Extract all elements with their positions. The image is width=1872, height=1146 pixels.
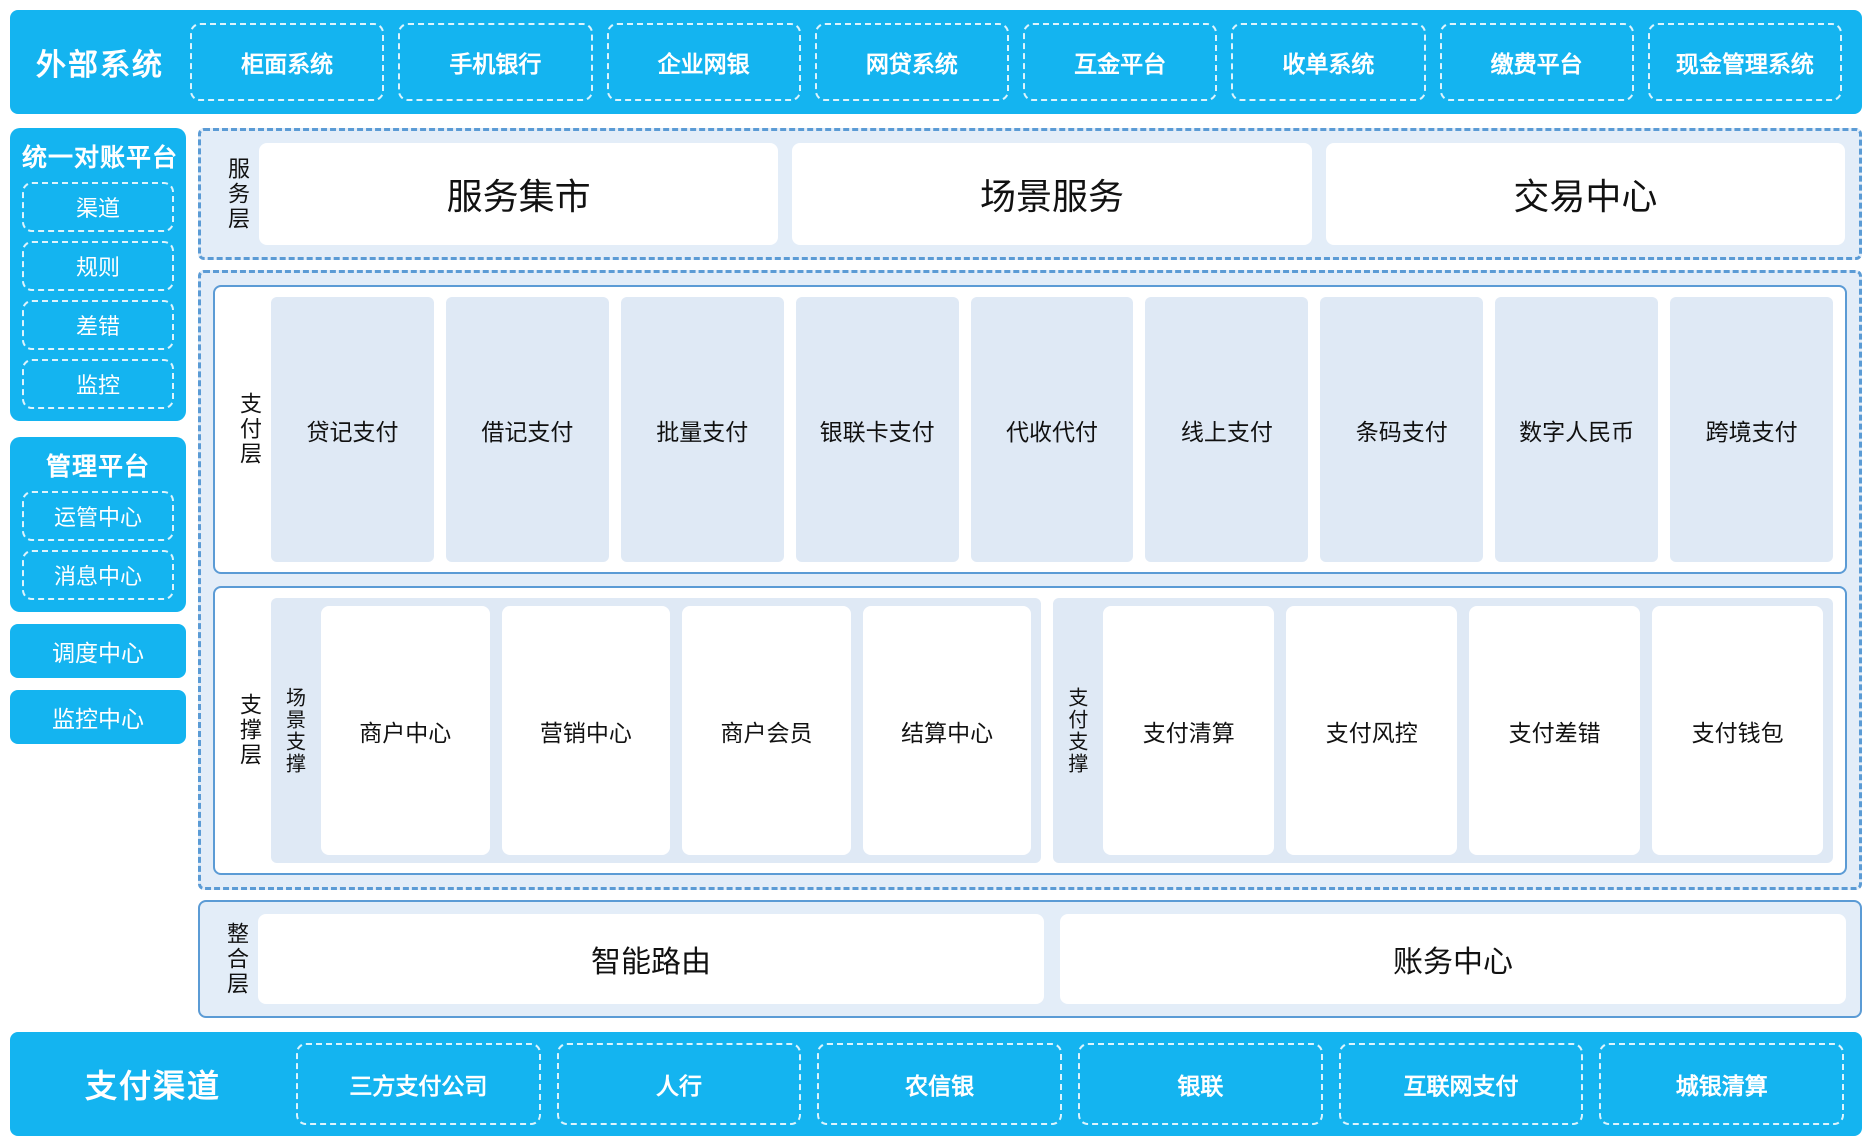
core-layers-zone: 支付层 贷记支付 借记支付 批量支付 银联卡支付 代收代付 线上支付 条码支付 … xyxy=(198,270,1862,890)
external-system-item[interactable]: 手机银行 xyxy=(398,23,593,101)
payment-cell-collection-payment[interactable]: 代收代付 xyxy=(970,297,1134,562)
reconciliation-platform-title: 统一对账平台 xyxy=(22,144,179,172)
external-system-item[interactable]: 柜面系统 xyxy=(190,23,385,101)
external-system-item[interactable]: 企业网银 xyxy=(606,23,801,101)
sidebar-item-monitoring-center[interactable]: 监控中心 xyxy=(10,690,186,744)
middle-region: 统一对账平台 渠道 规则 差错 监控 管理平台 运管中心 消息中心 调度中心 监… xyxy=(10,128,1862,1018)
reconciliation-platform-panel: 统一对账平台 渠道 规则 差错 监控 xyxy=(10,128,186,421)
payment-channel-bar: 支付渠道 三方支付公司 人行 农信银 银联 互联网支付 城银清算 xyxy=(10,1032,1862,1136)
sidebar-item-rule[interactable]: 规则 xyxy=(22,241,174,291)
external-systems-title: 外部系统 xyxy=(36,49,164,82)
support-cell-payment-error[interactable]: 支付差错 xyxy=(1469,606,1641,855)
support-cell-payment-wallet[interactable]: 支付钱包 xyxy=(1652,606,1824,855)
payment-layer-cells: 贷记支付 借记支付 批量支付 银联卡支付 代收代付 线上支付 条码支付 数字人民… xyxy=(271,297,1834,562)
external-system-item[interactable]: 现金管理系统 xyxy=(1647,23,1842,101)
support-group-scenario-cells: 商户中心 营销中心 商户会员 结算中心 xyxy=(321,606,1032,855)
support-group-payment: 支付支撑 支付清算 支付风控 支付差错 支付钱包 xyxy=(1053,598,1833,863)
service-layer-cards: 服务集市 场景服务 交易中心 xyxy=(259,143,1845,245)
integration-layer-label: 整合层 xyxy=(224,921,249,997)
payment-layer-box: 支付层 贷记支付 借记支付 批量支付 银联卡支付 代收代付 线上支付 条码支付 … xyxy=(213,285,1847,574)
service-layer-zone: 服务层 服务集市 场景服务 交易中心 xyxy=(198,128,1862,260)
channel-item-rcbank[interactable]: 农信银 xyxy=(817,1043,1063,1125)
payment-cell-barcode[interactable]: 条码支付 xyxy=(1320,297,1484,562)
layers-column: 服务层 服务集市 场景服务 交易中心 支付层 贷记支付 借记支付 批量支付 银联… xyxy=(198,128,1862,1018)
sidebar-item-error[interactable]: 差错 xyxy=(22,300,174,350)
integration-card-accounting-center[interactable]: 账务中心 xyxy=(1060,914,1846,1004)
external-system-item[interactable]: 收单系统 xyxy=(1231,23,1426,101)
support-cell-merchant-center[interactable]: 商户中心 xyxy=(321,606,490,855)
support-layer-box: 支撑层 场景支撑 商户中心 营销中心 商户会员 结算中心 xyxy=(213,586,1847,875)
integration-layer-cards: 智能路由 账务中心 xyxy=(258,914,1846,1004)
channel-item-unionpay[interactable]: 银联 xyxy=(1078,1043,1323,1125)
payment-cell-unionpay-card[interactable]: 银联卡支付 xyxy=(795,297,959,562)
sidebar-item-channel[interactable]: 渠道 xyxy=(22,182,174,232)
external-systems-list: 柜面系统 手机银行 企业网银 网贷系统 互金平台 收单系统 缴费平台 现金管理系… xyxy=(190,23,1846,101)
external-systems-bar: 外部系统 柜面系统 手机银行 企业网银 网贷系统 互金平台 收单系统 缴费平台 … xyxy=(10,10,1862,114)
integration-layer-zone: 整合层 智能路由 账务中心 xyxy=(198,900,1862,1018)
sidebar-item-scheduling-center[interactable]: 调度中心 xyxy=(10,624,186,678)
support-layer-label: 支撑层 xyxy=(237,693,262,768)
service-card-scenario[interactable]: 场景服务 xyxy=(792,143,1312,245)
payment-cell-credit[interactable]: 贷记支付 xyxy=(271,297,434,562)
support-cell-payment-clearing[interactable]: 支付清算 xyxy=(1103,606,1275,855)
external-system-item[interactable]: 网贷系统 xyxy=(814,23,1009,101)
payment-channel-title: 支付渠道 xyxy=(84,1068,221,1104)
service-card-market[interactable]: 服务集市 xyxy=(259,143,779,245)
management-platform-title: 管理平台 xyxy=(45,453,150,481)
external-system-item[interactable]: 互金平台 xyxy=(1023,23,1218,101)
support-group-scenario-label: 场景支撑 xyxy=(282,686,305,775)
channel-item-internet-payment[interactable]: 互联网支付 xyxy=(1338,1043,1584,1125)
channel-item-city-bank-clearing[interactable]: 城银清算 xyxy=(1599,1043,1845,1125)
external-system-item[interactable]: 缴费平台 xyxy=(1439,23,1634,101)
payment-cell-digital-rmb[interactable]: 数字人民币 xyxy=(1495,297,1659,562)
left-sidebar: 统一对账平台 渠道 规则 差错 监控 管理平台 运管中心 消息中心 调度中心 监… xyxy=(10,128,186,1018)
sidebar-item-monitor[interactable]: 监控 xyxy=(22,359,174,409)
support-cell-marketing-center[interactable]: 营销中心 xyxy=(501,606,671,855)
support-group-payment-label: 支付支撑 xyxy=(1064,686,1087,775)
payment-cell-cross-border[interactable]: 跨境支付 xyxy=(1670,297,1834,562)
payment-cell-debit[interactable]: 借记支付 xyxy=(445,297,609,562)
payment-channel-list: 三方支付公司 人行 农信银 银联 互联网支付 城银清算 xyxy=(296,1043,1845,1125)
management-platform-panel: 管理平台 运管中心 消息中心 xyxy=(10,437,186,612)
channel-item-pboc[interactable]: 人行 xyxy=(556,1043,802,1125)
sidebar-item-operations-center[interactable]: 运管中心 xyxy=(22,491,174,541)
support-group-payment-cells: 支付清算 支付风控 支付差错 支付钱包 xyxy=(1103,606,1824,855)
integration-card-smart-routing[interactable]: 智能路由 xyxy=(258,914,1044,1004)
support-cell-merchant-member[interactable]: 商户会员 xyxy=(682,606,851,855)
sidebar-item-message-center[interactable]: 消息中心 xyxy=(22,550,174,600)
service-card-transaction[interactable]: 交易中心 xyxy=(1325,143,1845,245)
support-cell-payment-risk[interactable]: 支付风控 xyxy=(1286,606,1458,855)
payment-cell-batch[interactable]: 批量支付 xyxy=(620,297,784,562)
channel-item-third-party[interactable]: 三方支付公司 xyxy=(296,1043,541,1125)
service-layer-label: 服务层 xyxy=(225,156,250,232)
support-cell-settlement-center[interactable]: 结算中心 xyxy=(862,606,1032,855)
support-layer-groups: 场景支撑 商户中心 营销中心 商户会员 结算中心 支付支撑 支付清算 xyxy=(271,598,1833,863)
payment-layer-label: 支付层 xyxy=(237,392,262,467)
support-group-scenario: 场景支撑 商户中心 营销中心 商户会员 结算中心 xyxy=(271,598,1042,863)
payment-cell-online[interactable]: 线上支付 xyxy=(1145,297,1309,562)
